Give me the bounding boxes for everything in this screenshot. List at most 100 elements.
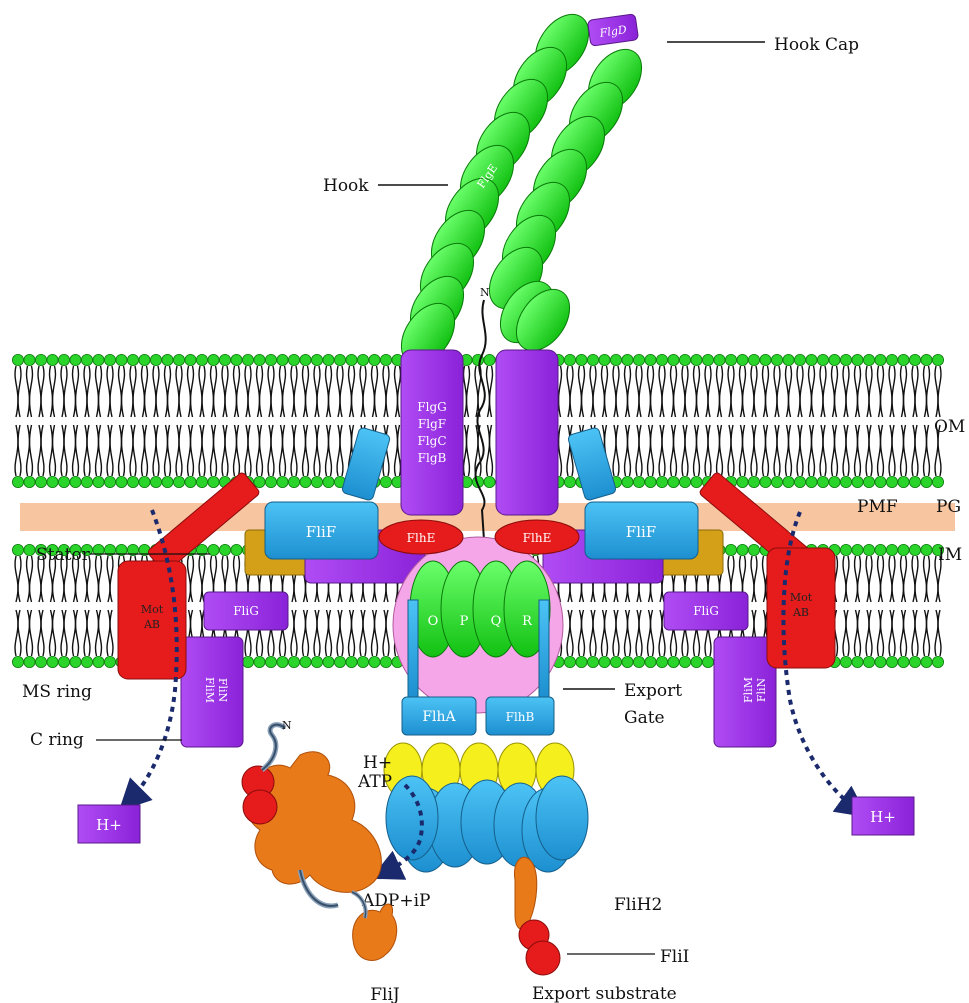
outer-membrane-lipid-tail	[835, 366, 838, 417]
outer-membrane-lipid-head	[794, 476, 805, 487]
inner-membrane-lipid-tail	[881, 556, 884, 602]
outer-membrane-lipid-tail	[751, 366, 754, 417]
outer-membrane-lipid-head	[380, 476, 391, 487]
inner-membrane-lipid-tail	[337, 610, 340, 656]
inner-membrane-lipid-tail	[915, 610, 918, 656]
outer-membrane-lipid-tail	[938, 366, 941, 417]
outer-membrane-lipid-head	[852, 476, 863, 487]
outer-membrane-lipid-head	[12, 354, 23, 365]
outer-membrane-lipid-tail	[50, 366, 53, 417]
outer-membrane-lipid-head	[208, 354, 219, 365]
inner-membrane-lipid-head	[58, 656, 69, 667]
outer-membrane-lipid-tail	[467, 425, 470, 476]
outer-membrane-lipid-tail	[843, 366, 846, 417]
outer-membrane-lipid-tail	[168, 425, 171, 476]
inner-membrane-lipid-head	[737, 544, 748, 555]
inner-membrane-lipid-tail	[188, 556, 191, 602]
outer-membrane-lipid-head	[691, 476, 702, 487]
pmf-label: PMF	[857, 497, 898, 517]
inner-membrane-lipid-tail	[99, 610, 102, 656]
inner-membrane-lipid-tail	[18, 556, 21, 602]
inner-membrane-lipid-tail	[651, 610, 654, 656]
outer-membrane-lipid-tail	[18, 425, 21, 476]
outer-membrane-lipid-tail	[674, 366, 677, 417]
outer-membrane-lipid-tail	[398, 366, 401, 417]
export-gate-label-1: Export	[624, 681, 682, 701]
outer-membrane-lipid-tail	[245, 425, 248, 476]
outer-membrane-lipid-tail	[283, 366, 286, 417]
inner-membrane-lipid-tail	[107, 556, 110, 602]
outer-membrane-lipid-tail	[303, 366, 306, 417]
inner-membrane-lipid-tail	[648, 610, 651, 656]
inner-membrane-lipid-head	[840, 656, 851, 667]
outer-membrane-lipid-tail	[248, 366, 251, 417]
outer-membrane-lipid-head	[702, 354, 713, 365]
outer-membrane-lipid-tail	[766, 425, 769, 476]
outer-membrane-lipid-head	[863, 354, 874, 365]
inner-membrane-lipid-head	[599, 656, 610, 667]
outer-membrane-lipid-tail	[234, 366, 237, 417]
outer-membrane-lipid-tail	[153, 366, 156, 417]
outer-membrane-lipid-tail	[268, 366, 271, 417]
outer-membrane-lipid-head	[921, 354, 932, 365]
outer-membrane-lipid-tail	[260, 425, 263, 476]
outer-membrane-lipid-head	[829, 354, 840, 365]
outer-membrane-lipid-tail	[855, 366, 858, 417]
outer-membrane-lipid-head	[875, 476, 886, 487]
inner-membrane-lipid-tail	[360, 610, 363, 656]
outer-membrane-lipid-tail	[386, 366, 389, 417]
outer-membrane-lipid-tail	[636, 425, 639, 476]
inner-membrane-lipid-tail	[570, 610, 573, 656]
outer-membrane-lipid-tail	[613, 425, 616, 476]
outer-membrane-lipid-head	[829, 476, 840, 487]
inner-membrane-lipid-tail	[317, 610, 320, 656]
outer-membrane-lipid-head	[150, 354, 161, 365]
inner-membrane-lipid-head	[265, 656, 276, 667]
rod-protein-flgb: FlgB	[418, 451, 447, 465]
outer-membrane-lipid-tail	[168, 366, 171, 417]
inner-membrane-lipid-tail	[927, 556, 930, 602]
inner-membrane-lipid-head	[311, 656, 322, 667]
inner-membrane-lipid-head	[886, 656, 897, 667]
outer-membrane-lipid-tail	[901, 425, 904, 476]
outer-membrane-lipid-tail	[740, 366, 743, 417]
outer-membrane-lipid-tail	[708, 425, 711, 476]
outer-membrane-lipid-head	[863, 476, 874, 487]
outer-membrane-lipid-tail	[27, 425, 30, 476]
outer-membrane-lipid-tail	[363, 366, 366, 417]
outer-membrane-lipid-tail	[280, 366, 283, 417]
inner-membrane-lipid-tail	[76, 610, 79, 656]
inner-membrane-lipid-head	[323, 656, 334, 667]
outer-membrane-lipid-head	[185, 354, 196, 365]
outer-membrane-lipid-tail	[257, 366, 260, 417]
outer-membrane-lipid-tail	[360, 366, 363, 417]
outer-membrane-lipid-tail	[179, 366, 182, 417]
outer-membrane-lipid-tail	[915, 366, 918, 417]
outer-membrane-lipid-tail	[912, 425, 915, 476]
outer-membrane-lipid-tail	[869, 366, 872, 417]
im-label: IM	[938, 545, 962, 565]
outer-membrane-lipid-tail	[567, 425, 570, 476]
outer-membrane-lipid-tail	[809, 366, 812, 417]
outer-membrane-lipid-tail	[651, 366, 654, 417]
inner-membrane-lipid-tail	[110, 556, 113, 602]
outer-membrane-lipid-tail	[199, 425, 202, 476]
inner-membrane-lipid-head	[24, 544, 35, 555]
outer-membrane-lipid-tail	[694, 425, 697, 476]
outer-membrane-lipid-head	[104, 476, 115, 487]
outer-membrane-lipid-head	[116, 354, 127, 365]
outer-membrane-lipid-head	[81, 354, 92, 365]
inner-membrane-lipid-head	[288, 656, 299, 667]
outer-membrane-lipid-tail	[176, 425, 179, 476]
outer-membrane-lipid-head	[196, 476, 207, 487]
flhe-right-label: FlhE	[523, 531, 552, 545]
outer-membrane-lipid-head	[806, 354, 817, 365]
inner-membrane-lipid-head	[254, 656, 265, 667]
outer-membrane-lipid-tail	[73, 425, 76, 476]
inner-membrane-lipid-tail	[892, 556, 895, 602]
inner-membrane-lipid-tail	[924, 610, 927, 656]
inner-membrane-lipid-tail	[53, 610, 56, 656]
flgd-hook-cap: FlgD	[587, 14, 638, 46]
outer-membrane-lipid-tail	[797, 425, 800, 476]
